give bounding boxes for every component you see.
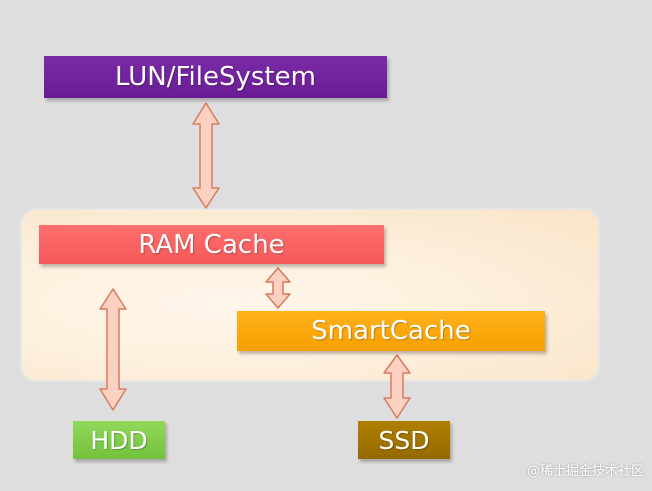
arrow-ram-hdd [99, 288, 127, 411]
smart-cache-node: SmartCache [237, 311, 545, 351]
lun-filesystem-node: LUN/FileSystem [44, 56, 387, 98]
ram-cache-node: RAM Cache [39, 225, 384, 264]
arrow-smart-ssd [383, 354, 411, 419]
hdd-node: HDD [73, 421, 165, 459]
smart-cache-label: SmartCache [311, 316, 471, 346]
ssd-node: SSD [358, 421, 450, 459]
watermark-text: @稀土掘金技术社区 [526, 464, 644, 479]
ram-cache-label: RAM Cache [138, 229, 285, 260]
ssd-label: SSD [378, 425, 430, 455]
arrow-lun-ram [192, 102, 220, 209]
arrow-ram-smart [265, 267, 291, 309]
lun-filesystem-label: LUN/FileSystem [115, 62, 316, 92]
hdd-label: HDD [90, 425, 148, 455]
